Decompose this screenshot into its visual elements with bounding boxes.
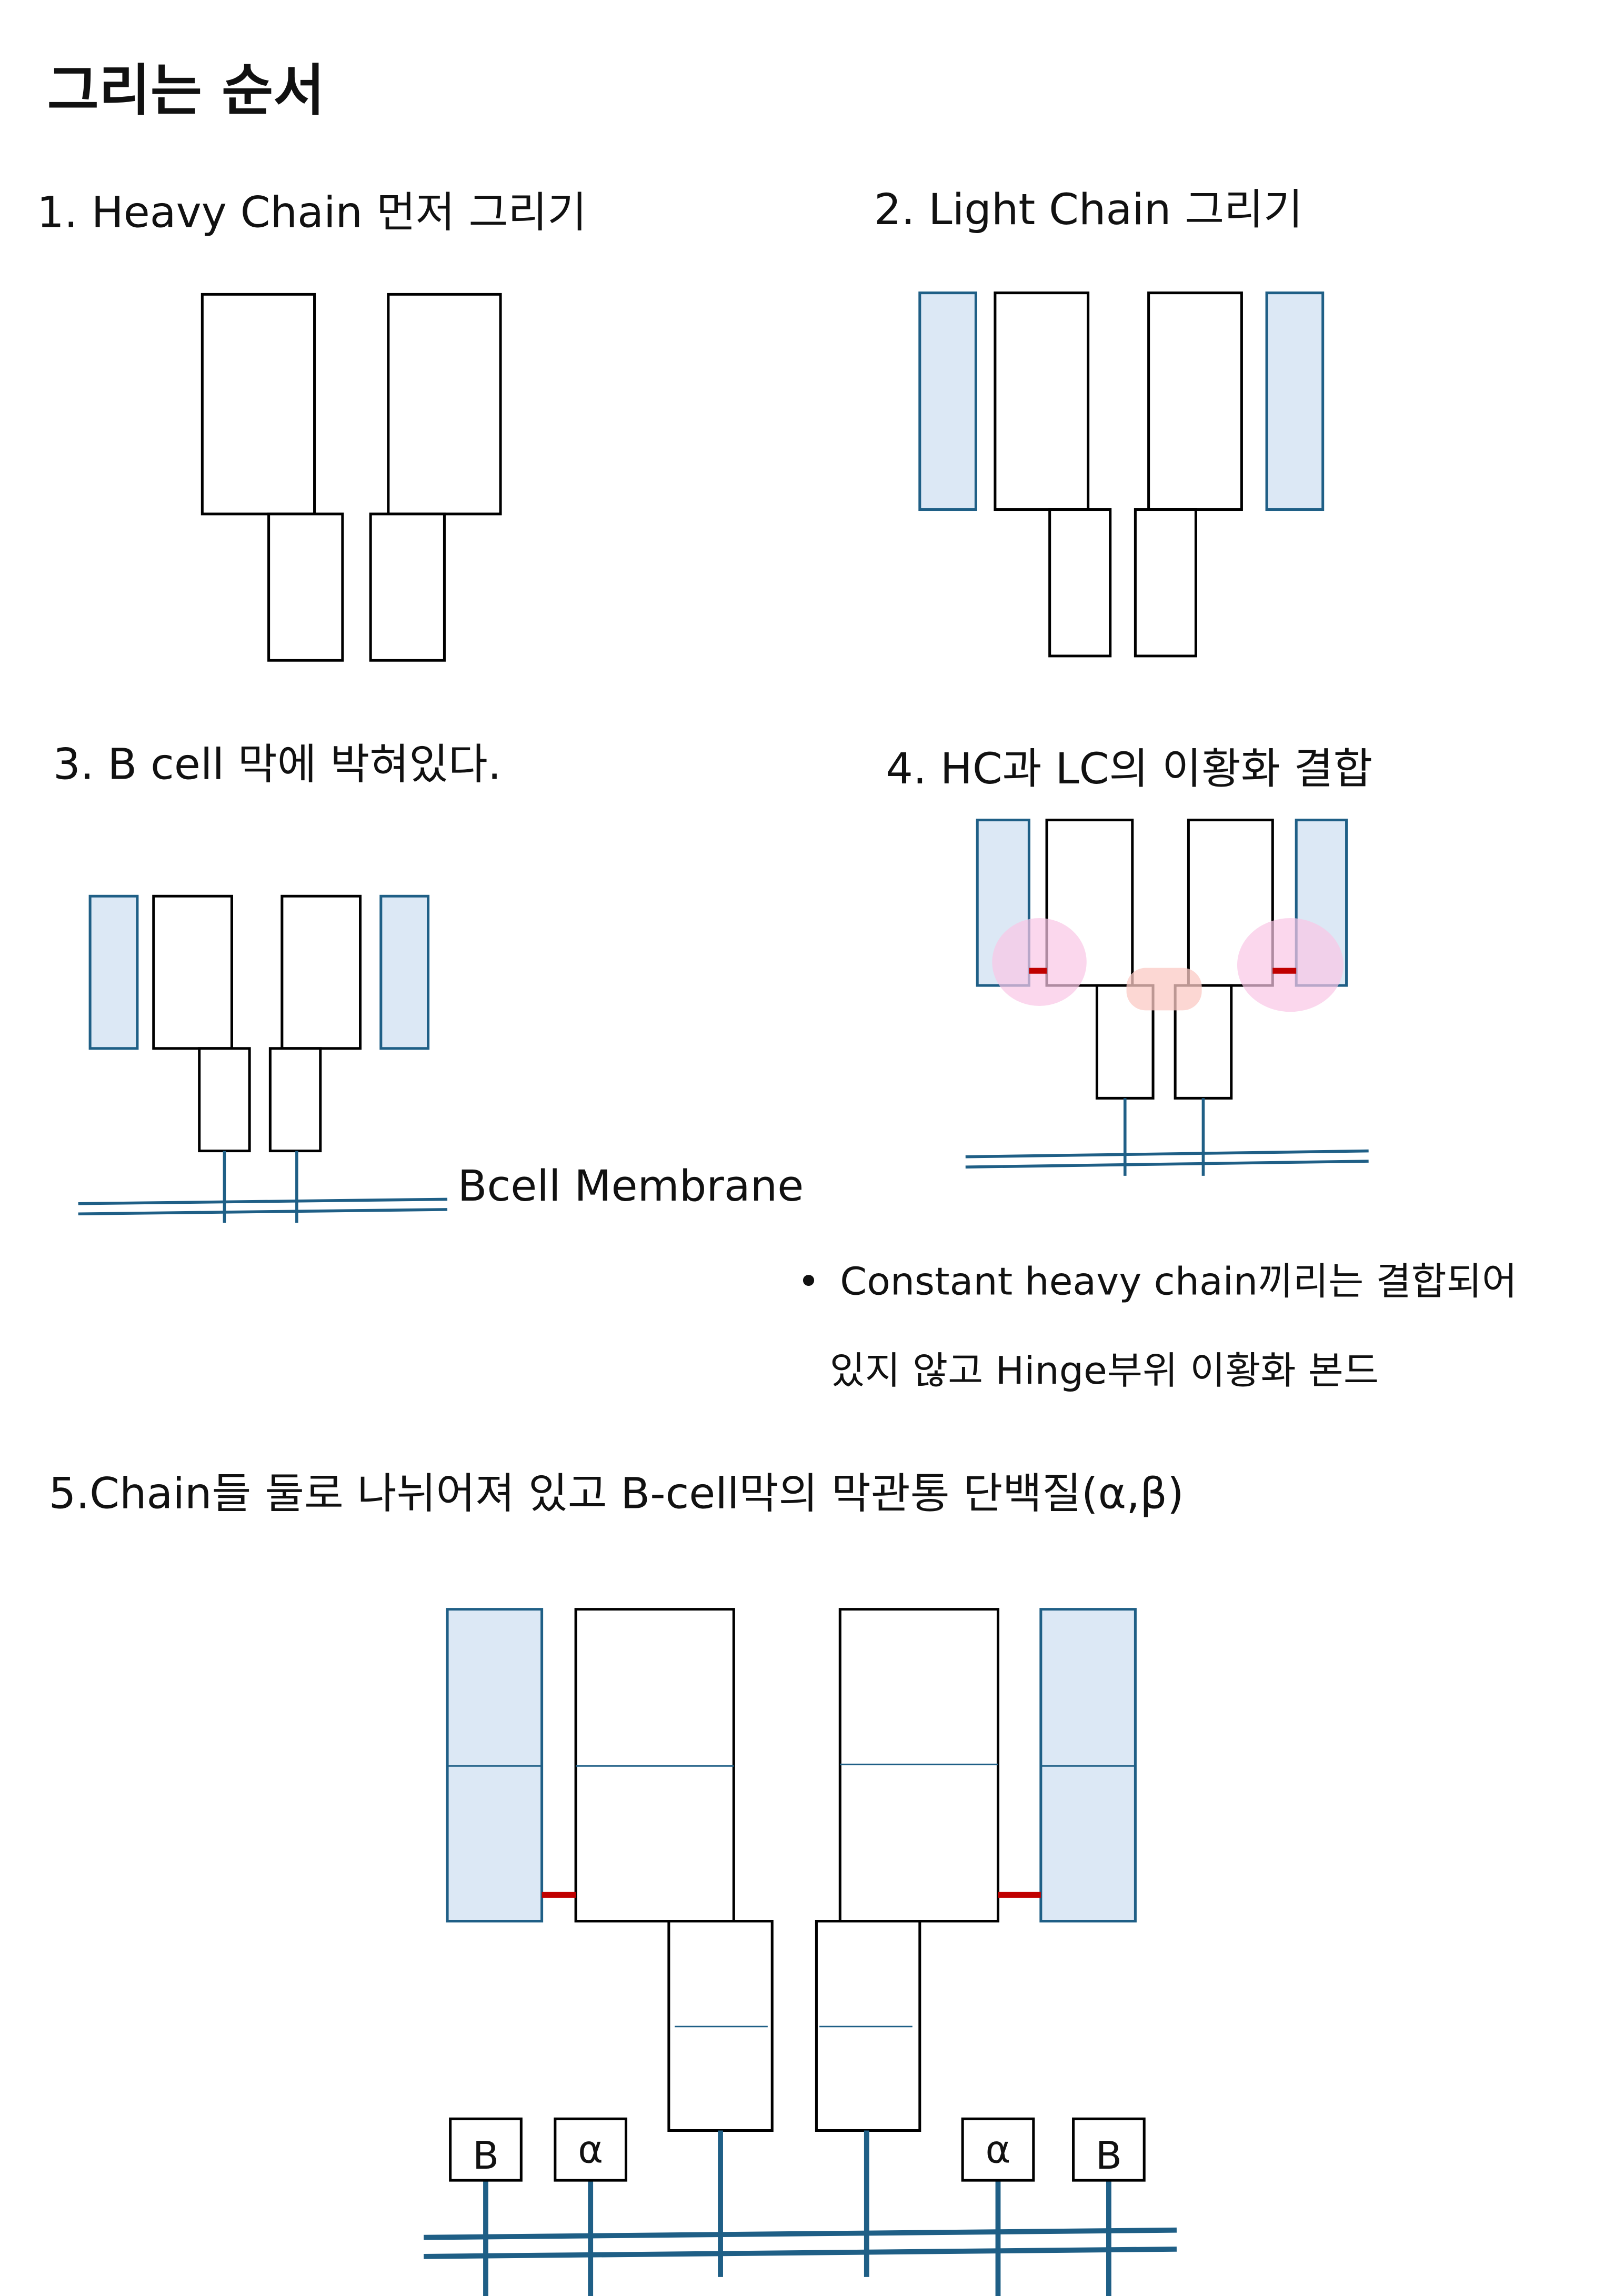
heavy-chain-variable-right: [1147, 291, 1243, 511]
heavy-chain-constant-left: [1048, 508, 1112, 658]
heavy-chain-constant-right: [1134, 508, 1197, 658]
alpha-label-left: α: [578, 2128, 603, 2172]
heavy-chain-variable-right: [280, 894, 362, 1050]
step5-heading: 5.Chain들 둘로 나뉘어져 있고 B-cell막의 막관통 단백질(α,β…: [49, 1469, 1184, 1519]
step1-diagram: [201, 293, 502, 662]
step4-diagram: [965, 819, 1369, 1176]
note-line-1: Constant heavy chain끼리는 결합되어: [840, 1260, 1517, 1304]
beta-protein-box-left: [449, 2117, 523, 2182]
step2-heading: 2. Light Chain 그리기: [874, 185, 1303, 235]
membrane-line: [78, 1197, 448, 1205]
light-chain-left: [918, 291, 977, 511]
beta-label-right: B: [1096, 2134, 1122, 2178]
heavy-chain-variable-left: [994, 291, 1090, 511]
disulfide-highlight-left: [992, 918, 1087, 1006]
light-chain-right: [379, 894, 430, 1050]
step4-heading: 4. HC과 LC의 이황화 결합: [886, 744, 1372, 794]
note-line-2: 있지 않고 Hinge부위 이황화 본드: [830, 1349, 1379, 1393]
step3-diagram: [78, 894, 448, 1223]
membrane-line: [424, 2227, 1177, 2240]
alpha-protein-box-left: [554, 2117, 628, 2182]
membrane-line: [78, 1208, 448, 1216]
step5-diagram: B α α B: [424, 1608, 1177, 2296]
hinge-highlight: [1126, 968, 1202, 1011]
disulfide-highlight-right: [1237, 918, 1344, 1012]
heavy-chain-variable-left: [201, 293, 316, 516]
membrane-line: [965, 1149, 1369, 1159]
page-title: 그리는 순서: [47, 58, 325, 124]
beta-label-left: B: [473, 2134, 499, 2178]
heavy-chain-constant-right: [268, 1047, 322, 1153]
beta-protein-box-right: [1072, 2117, 1146, 2182]
light-chain-left: [88, 894, 139, 1050]
step2-diagram: [918, 291, 1325, 658]
heavy-chain-constant-left: [198, 1047, 251, 1153]
alpha-label-right: α: [985, 2128, 1010, 2172]
step1-heading: 1. Heavy Chain 먼저 그리기: [37, 188, 587, 238]
step3-heading: 3. B cell 막에 박혀있다.: [53, 740, 502, 790]
membrane-label: Bcell Membrane: [458, 1162, 804, 1211]
light-chain-right: [1265, 291, 1325, 511]
heavy-chain-constant-right: [369, 512, 446, 662]
heavy-chain-constant-left: [267, 512, 344, 662]
membrane-line: [965, 1160, 1369, 1169]
bullet-icon: •: [797, 1260, 820, 1304]
alpha-protein-box-right: [961, 2117, 1035, 2182]
heavy-chain-variable-left: [152, 894, 233, 1050]
membrane-line: [424, 2247, 1177, 2259]
heavy-chain-variable-right: [387, 293, 502, 516]
heavy-chain-variable-right: [838, 1608, 1000, 1923]
